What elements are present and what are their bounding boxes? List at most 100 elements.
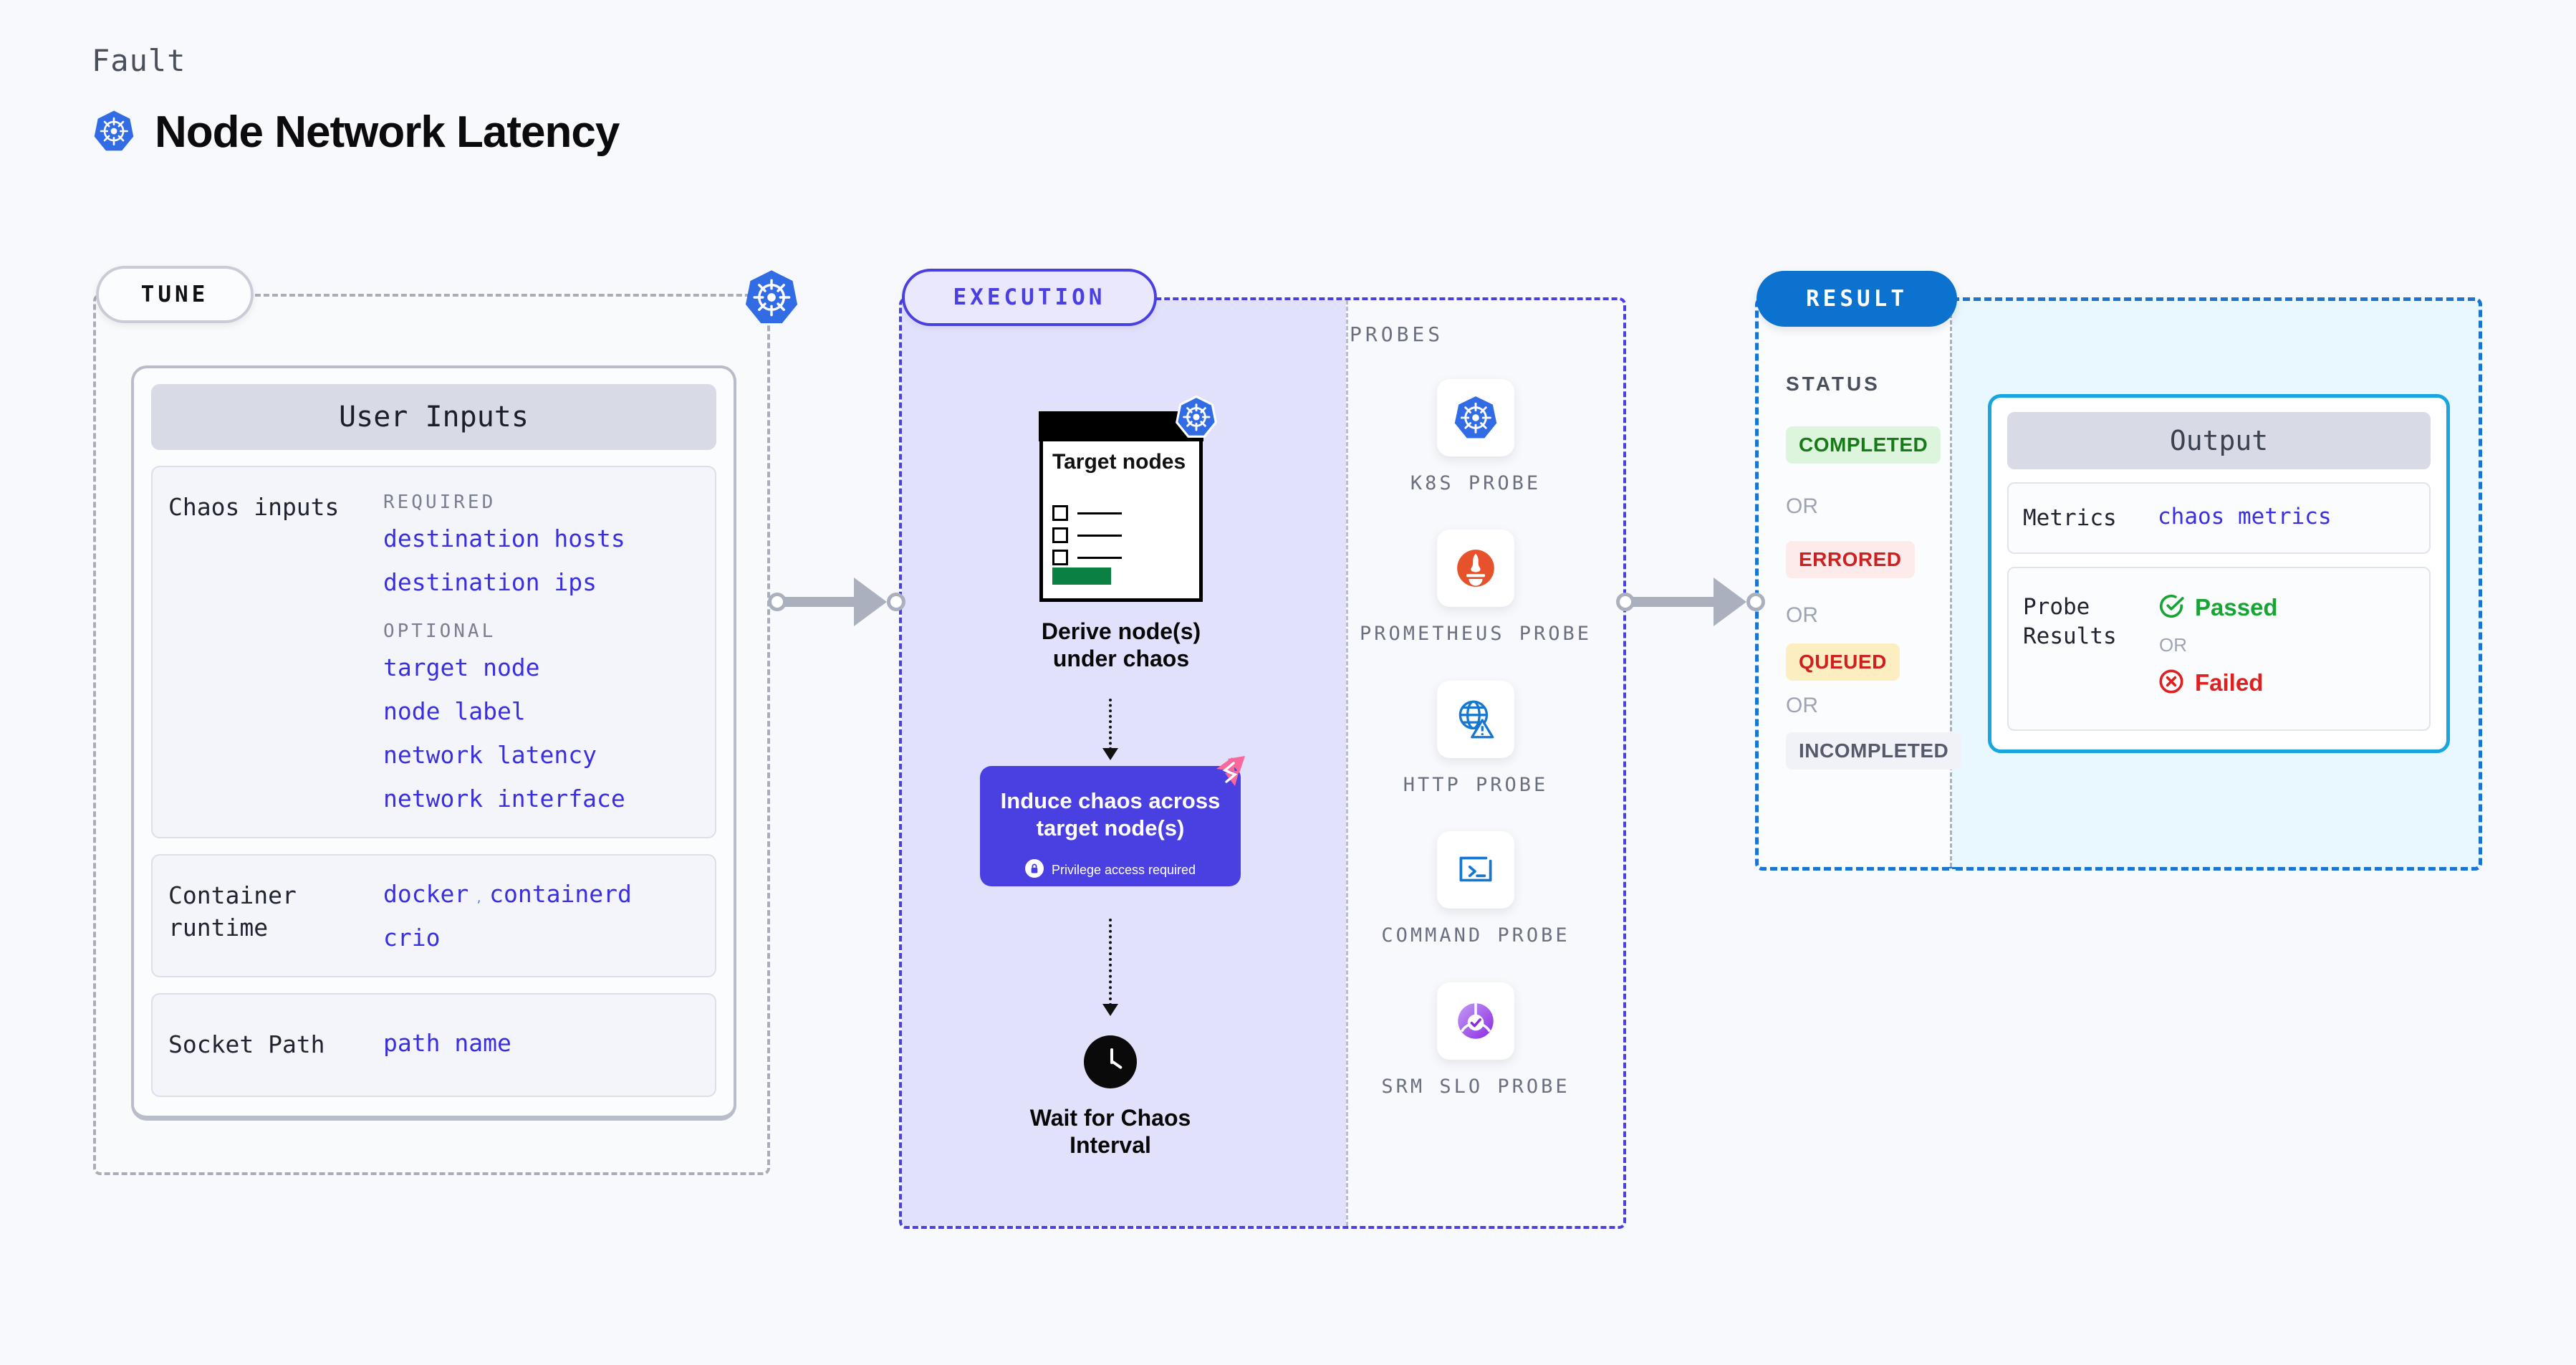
probes-column: PROBES K8S PROBE bbox=[1350, 322, 1597, 1100]
probe-label: PROMETHEUS PROBE bbox=[1359, 623, 1592, 646]
socket-path-label: Socket Path bbox=[168, 1030, 325, 1058]
failed-text: Failed bbox=[2195, 669, 2264, 696]
status-title: STATUS bbox=[1786, 373, 1880, 395]
text-line bbox=[1077, 556, 1122, 559]
checklist-row bbox=[1052, 505, 1122, 521]
metrics-value[interactable]: chaos metrics bbox=[2158, 504, 2332, 530]
kubernetes-icon bbox=[1437, 379, 1514, 456]
status-badge-queued: QUEUED bbox=[1786, 643, 1900, 681]
probe-result-passed: Passed bbox=[2158, 593, 2278, 623]
connector-arrow-icon bbox=[1714, 578, 1746, 626]
document-checklist bbox=[1052, 505, 1122, 572]
connector-dot bbox=[768, 593, 787, 611]
output-card: Output Metrics chaos metrics Probe Resul… bbox=[1988, 394, 2450, 754]
container-runtime-value[interactable]: crio bbox=[383, 924, 441, 952]
flow-arrow-line bbox=[1109, 699, 1112, 750]
metrics-section: Metrics chaos metrics bbox=[2007, 482, 2431, 555]
passed-text: Passed bbox=[2195, 594, 2278, 621]
target-nodes-illustration: Target nodes bbox=[1039, 395, 1217, 602]
probes-divider bbox=[1346, 300, 1348, 1226]
connector-dot bbox=[1746, 593, 1765, 611]
globe-warning-icon bbox=[1437, 680, 1514, 758]
container-runtime-label: Container runtime bbox=[168, 881, 297, 942]
probe-label: COMMAND PROBE bbox=[1381, 924, 1570, 947]
text-line bbox=[1077, 512, 1122, 514]
probe-label: K8S PROBE bbox=[1410, 472, 1542, 494]
value-separator: , bbox=[475, 891, 483, 905]
probe-results-label: Probe Results bbox=[2023, 594, 2117, 649]
status-divider bbox=[1950, 301, 1952, 867]
probe-label: SRM SLO PROBE bbox=[1381, 1075, 1570, 1098]
kubernetes-icon bbox=[1174, 395, 1219, 439]
document-title: Target nodes bbox=[1052, 450, 1186, 474]
result-status-panel bbox=[1755, 297, 1952, 871]
privilege-note: Privilege access required bbox=[980, 858, 1241, 881]
derive-nodes-caption: Derive node(s) under chaos bbox=[1041, 618, 1201, 672]
lock-icon bbox=[1024, 858, 1044, 881]
probe-result-or: OR bbox=[2159, 634, 2187, 656]
probe-result-failed: Failed bbox=[2158, 668, 2278, 698]
induce-chaos-step: Induce chaos across target node(s) Privi… bbox=[980, 756, 1245, 886]
container-runtime-value[interactable]: containerd bbox=[489, 880, 632, 908]
user-inputs-title: User Inputs bbox=[151, 384, 716, 450]
checklist-row bbox=[1052, 527, 1122, 543]
prometheus-icon bbox=[1437, 530, 1514, 608]
socket-path-section: Socket Path path name bbox=[151, 993, 716, 1097]
connector-arrow-icon bbox=[854, 578, 887, 626]
probe-item[interactable]: HTTP PROBE bbox=[1354, 680, 1597, 798]
checkbox-icon bbox=[1052, 505, 1068, 521]
chaos-input-value[interactable]: destination ips bbox=[383, 568, 597, 596]
connector-line bbox=[784, 597, 857, 607]
probe-item[interactable]: PROMETHEUS PROBE bbox=[1354, 530, 1597, 647]
document-green-bar bbox=[1052, 567, 1111, 585]
chaos-input-value[interactable]: node label bbox=[383, 697, 526, 725]
status-or-text: OR bbox=[1786, 603, 1818, 627]
result-badge: RESULT bbox=[1756, 271, 1957, 327]
user-inputs-card: User Inputs Chaos inputs REQUIRED destin… bbox=[131, 365, 736, 1121]
page-header: Fault Node Network Latency bbox=[92, 43, 620, 158]
probe-item[interactable]: COMMAND PROBE bbox=[1354, 831, 1597, 949]
probe-item[interactable]: K8S PROBE bbox=[1354, 379, 1597, 497]
status-badge-completed: COMPLETED bbox=[1786, 426, 1941, 464]
srm-slo-icon bbox=[1437, 982, 1514, 1060]
chaos-inputs-section: Chaos inputs REQUIRED destination hosts … bbox=[151, 466, 716, 838]
flow-arrow-line bbox=[1109, 919, 1112, 1006]
page-title-row: Node Network Latency bbox=[92, 107, 620, 158]
clock-icon bbox=[1084, 1035, 1137, 1088]
chaos-input-value[interactable]: target node bbox=[383, 653, 540, 681]
tune-badge: TUNE bbox=[96, 266, 254, 323]
harness-logo-icon bbox=[1211, 753, 1251, 789]
probes-title: PROBES bbox=[1350, 322, 1444, 346]
probe-results-section: Probe Results Passed OR Failed bbox=[2007, 567, 2431, 732]
container-runtime-value[interactable]: docker bbox=[383, 880, 469, 908]
connector-tune-to-execution bbox=[768, 577, 905, 627]
chaos-input-value[interactable]: network latency bbox=[383, 741, 597, 769]
chaos-input-value[interactable]: destination hosts bbox=[383, 525, 625, 552]
connector-line bbox=[1633, 597, 1717, 607]
induce-chaos-title: Induce chaos across target node(s) bbox=[1000, 788, 1221, 840]
connector-dot bbox=[1616, 593, 1635, 611]
eyebrow-label: Fault bbox=[92, 43, 186, 78]
chaos-input-value[interactable]: network interface bbox=[383, 785, 625, 813]
probe-item[interactable]: SRM SLO PROBE bbox=[1354, 982, 1597, 1100]
document-titlebar bbox=[1039, 411, 1203, 441]
status-badge-errored: ERRORED bbox=[1786, 541, 1915, 578]
wait-caption: Wait for Chaos Interval bbox=[1029, 1105, 1191, 1159]
check-circle-icon bbox=[2158, 593, 2185, 623]
terminal-icon bbox=[1437, 831, 1514, 909]
kubernetes-icon bbox=[742, 268, 801, 327]
output-title: Output bbox=[2007, 412, 2431, 469]
socket-path-value[interactable]: path name bbox=[383, 1029, 511, 1057]
execution-badge: EXECUTION bbox=[902, 269, 1157, 326]
status-or-text: OR bbox=[1786, 494, 1818, 518]
derive-nodes-step: Target nodes Derive node(s) under chaos bbox=[1032, 395, 1217, 673]
checkbox-icon bbox=[1052, 527, 1068, 543]
optional-group-title: OPTIONAL bbox=[383, 621, 496, 642]
connector-execution-to-result bbox=[1616, 577, 1765, 627]
flow-arrow-head-icon bbox=[1102, 1004, 1118, 1016]
wait-for-chaos-step: Wait for Chaos Interval bbox=[1024, 1035, 1196, 1159]
status-badge-incompleted: INCOMPLETED bbox=[1786, 732, 1962, 770]
page-title: Node Network Latency bbox=[155, 107, 620, 157]
checklist-row bbox=[1052, 550, 1122, 565]
container-runtime-section: Container runtime docker , containerd cr… bbox=[151, 854, 716, 977]
